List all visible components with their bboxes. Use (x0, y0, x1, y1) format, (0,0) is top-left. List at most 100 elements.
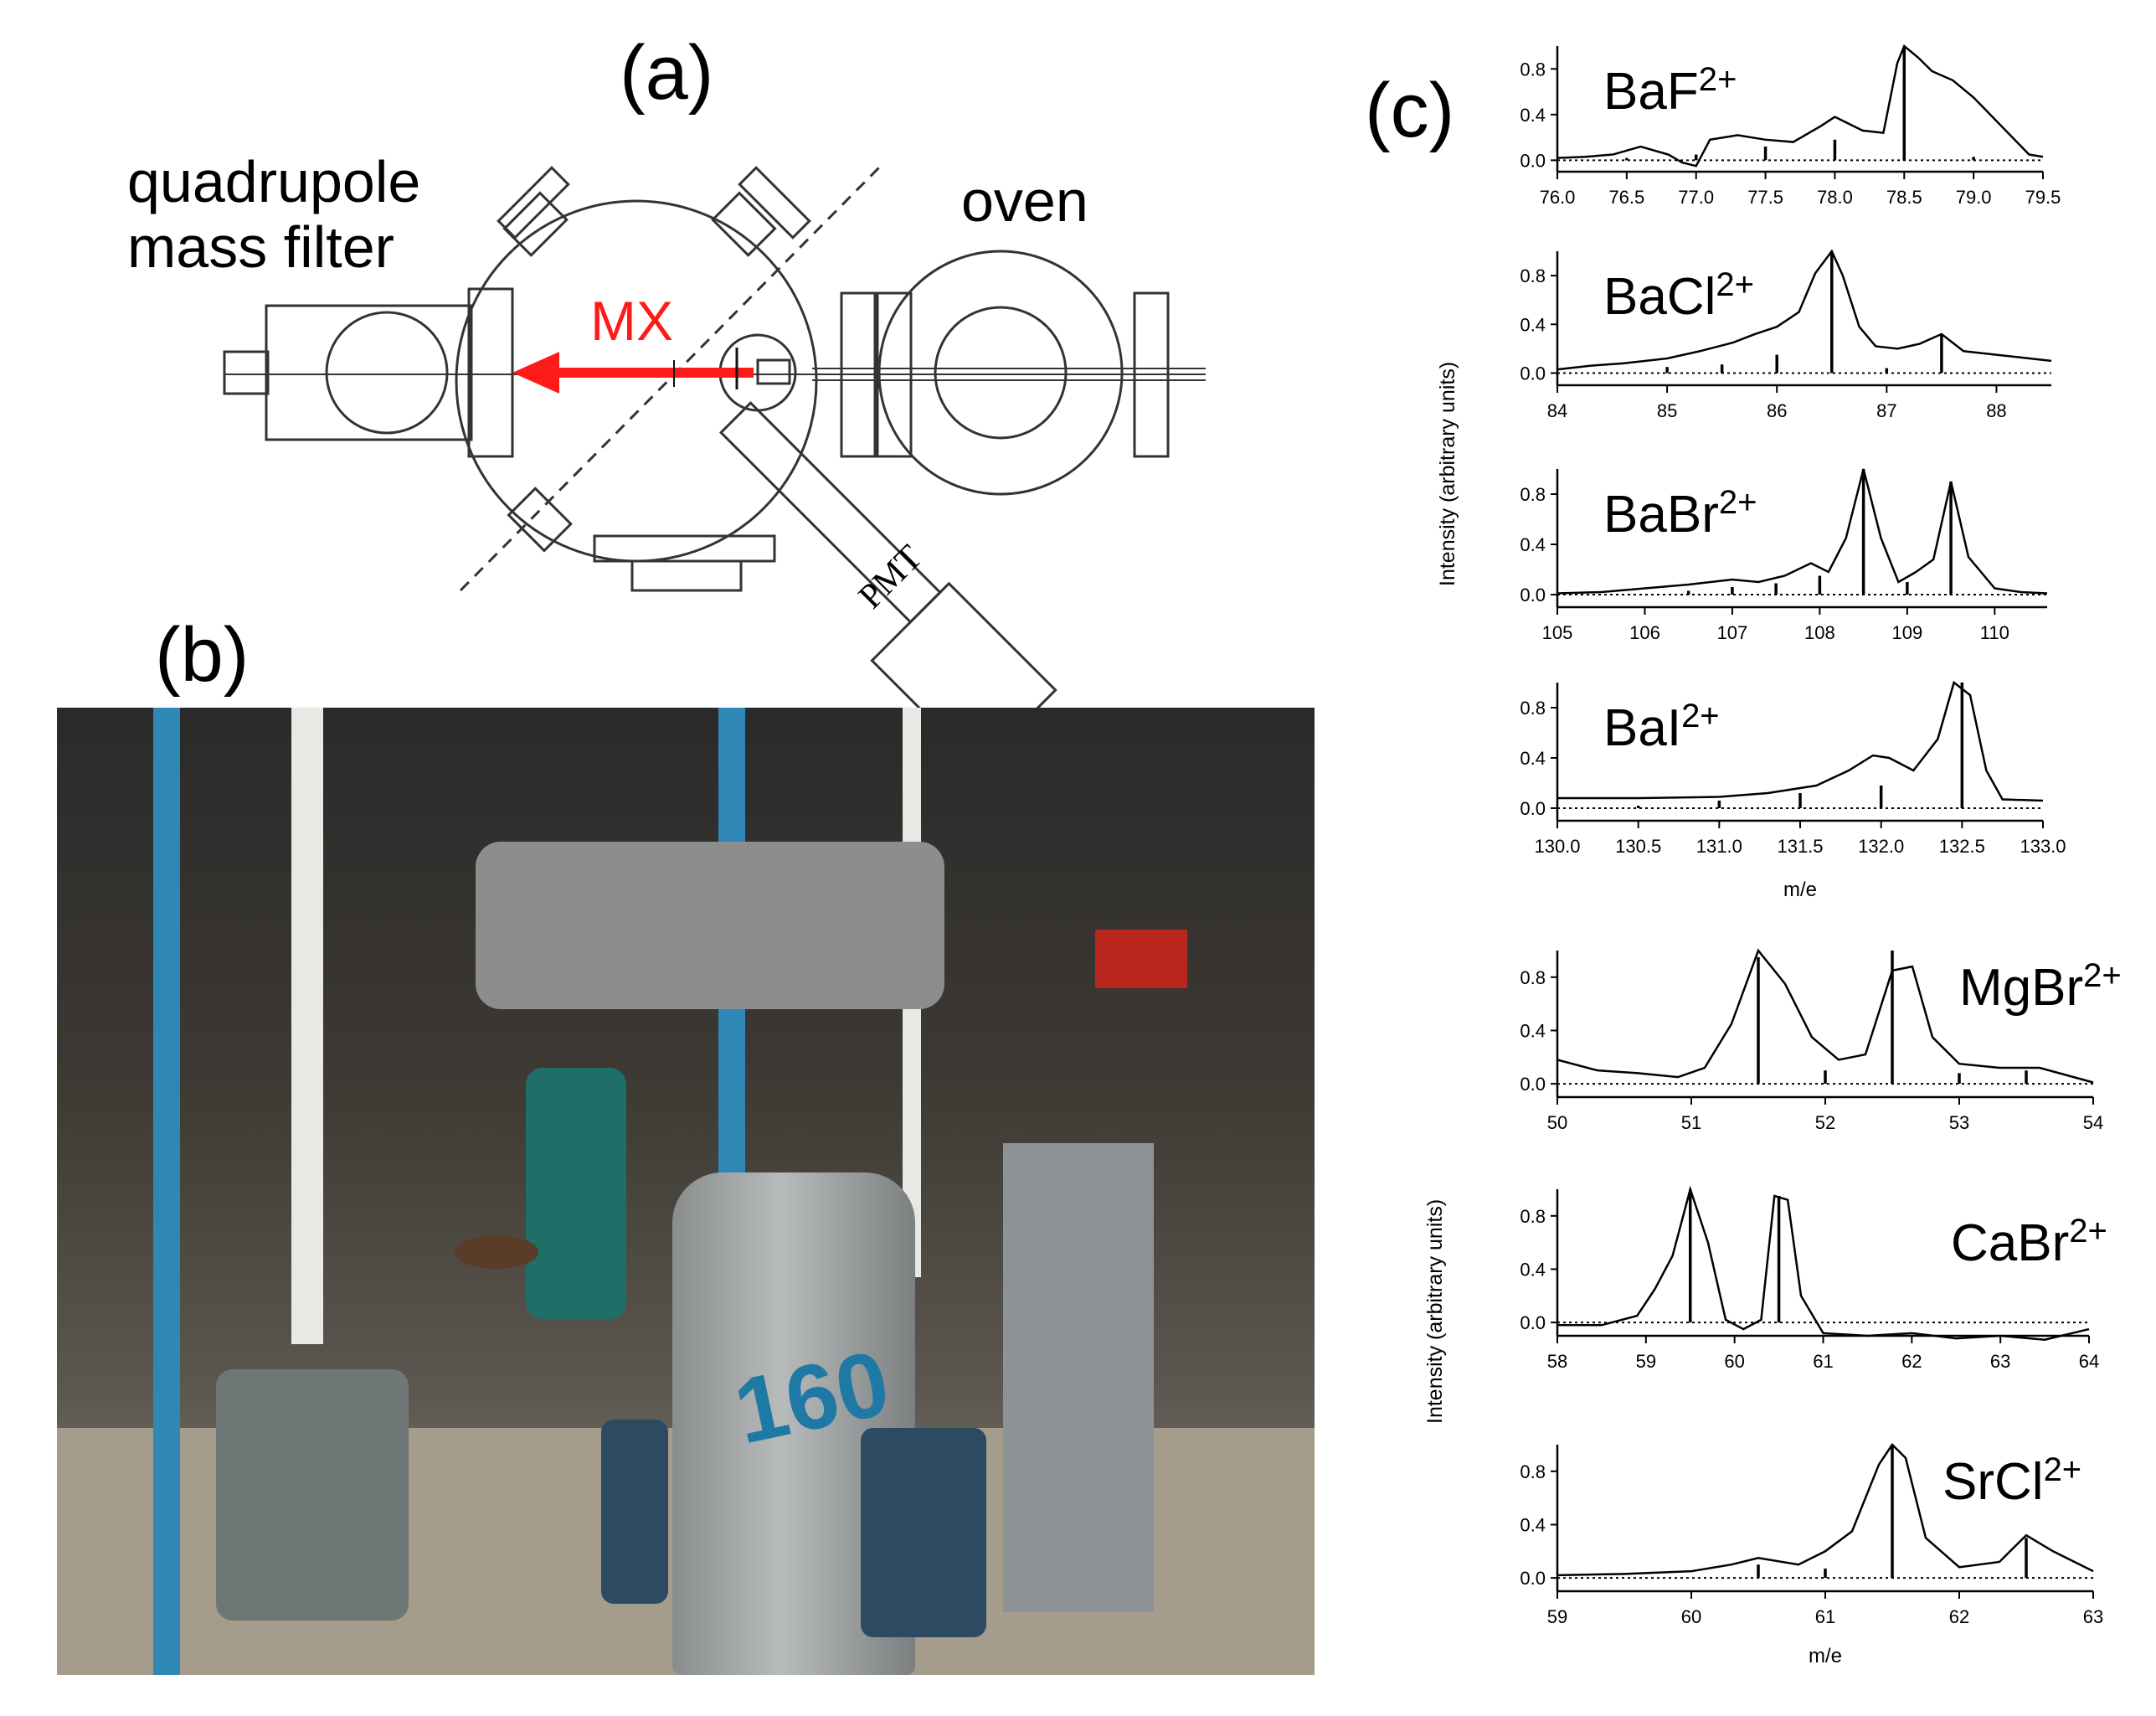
quadrupole-end (223, 350, 270, 395)
x-tick-label: 109 (1891, 622, 1922, 643)
x-tick-label: 130.5 (1615, 836, 1661, 857)
spectrum-title: BaI2+ (1603, 698, 1720, 757)
beam-label: MX (590, 290, 673, 352)
x-tick-label: 131.0 (1696, 836, 1742, 857)
x-tick-label: 50 (1547, 1112, 1567, 1133)
spectrum-baf: 0.0 0.4 0.8 76.0 76.5 77.0 77.5 78.0 78.5 79.0 79.… (1520, 44, 2061, 208)
x-tick-label: 106 (1629, 622, 1660, 643)
x-tick-label: 79.5 (2025, 187, 2061, 208)
y-tick-label: 0.0 (1520, 1312, 1546, 1333)
port-bottom-left (507, 487, 573, 553)
blue-pipe-left (153, 708, 180, 1675)
spectrum-line (1557, 948, 2094, 1084)
y-tick-label: 0.8 (1520, 484, 1546, 505)
x-tick-label: 54 (2083, 1112, 2103, 1133)
y-tick-label: 0.8 (1520, 59, 1546, 80)
bottom-port (630, 559, 743, 592)
x-tick-label: 60 (1681, 1606, 1701, 1627)
x-tick-label: 76.5 (1608, 187, 1644, 208)
x-tick-label: 110 (1980, 622, 2009, 643)
oven-inner (934, 306, 1068, 440)
spectrum-title: BaBr2+ (1603, 484, 1757, 544)
stool (455, 1235, 538, 1269)
y-tick-label: 0.4 (1520, 1514, 1546, 1535)
lab-photo: 160 (57, 708, 1315, 1675)
y-tick-label: 0.8 (1520, 967, 1546, 988)
x-tick-label: 62 (1949, 1606, 1969, 1627)
x-tick-label: 63 (2083, 1606, 2103, 1627)
x-tick-label: 64 (2079, 1351, 2099, 1372)
ylabel-lower: Intensity (arbitrary units) (1423, 1198, 1447, 1424)
x-tick-label: 131.5 (1777, 836, 1823, 857)
x-tick-label: 63 (1990, 1351, 2010, 1372)
spectrum-line (1557, 1443, 2094, 1577)
spectrum-title: BaF2+ (1603, 61, 1737, 121)
electronics-cabinet (1003, 1143, 1154, 1612)
y-tick-label: 0.0 (1520, 150, 1546, 171)
y-tick-label: 0.4 (1520, 748, 1546, 769)
x-tick-label: 79.0 (1956, 187, 1992, 208)
x-tick-label: 132.5 (1939, 836, 1985, 857)
rotary-pump-right (861, 1428, 986, 1637)
quadrupole-circle (325, 311, 449, 435)
y-tick-label: 0.0 (1520, 798, 1546, 819)
spectrum-title: SrCl2+ (1942, 1451, 2081, 1511)
y-tick-label: 0.8 (1520, 698, 1546, 719)
x-tick-label: 78.0 (1817, 187, 1853, 208)
x-tick-label: 58 (1547, 1351, 1567, 1372)
x-axis-label: m/e (1783, 879, 1817, 901)
x-tick-label: 61 (1815, 1606, 1835, 1627)
spectrum-srcl: 0.0 0.4 0.8 59 60 61 62 63 SrCl2+ m/e (1520, 1443, 2103, 1667)
y-tick-label: 0.8 (1520, 1206, 1546, 1227)
x-tick-label: 133.0 (2020, 836, 2066, 857)
quadrupole-label-line1: quadrupole (127, 149, 421, 214)
x-tick-label: 76.0 (1540, 187, 1576, 208)
port-top-left (497, 166, 570, 257)
x-tick-label: 53 (1949, 1112, 1969, 1133)
y-tick-label: 0.8 (1520, 265, 1546, 286)
spectrum-title: CaBr2+ (1951, 1213, 2107, 1272)
x-tick-label: 105 (1542, 622, 1573, 643)
spectrum-title: MgBr2+ (1959, 957, 2122, 1017)
y-tick-label: 0.8 (1520, 1461, 1546, 1482)
x-tick-label: 86 (1767, 400, 1787, 421)
x-tick-label: 52 (1815, 1112, 1835, 1133)
x-tick-label: 59 (1547, 1606, 1567, 1627)
x-tick-label: 59 (1636, 1351, 1656, 1372)
y-tick-label: 0.4 (1520, 105, 1546, 126)
beam-arrow-head (512, 352, 559, 394)
y-tick-label: 0.4 (1520, 1259, 1546, 1280)
x-tick-label: 77.5 (1747, 187, 1783, 208)
ylabel-upper: Intensity (arbitrary units) (1436, 361, 1459, 586)
panel-b-label: (b) (155, 612, 250, 698)
white-pipe-left (291, 708, 323, 1344)
quadrupole-label: quadrupole mass filter (127, 149, 420, 280)
y-tick-label: 0.4 (1520, 1020, 1546, 1041)
quadrupole-housing (265, 304, 473, 441)
red-instrument (1095, 930, 1187, 988)
rotary-pump-left (216, 1369, 409, 1621)
panel-a-label: (a) (620, 30, 714, 116)
x-tick-label: 78.5 (1886, 187, 1922, 208)
oven-label: oven (961, 168, 1088, 234)
x-tick-label: 85 (1657, 400, 1677, 421)
x-tick-label: 77.0 (1678, 187, 1714, 208)
y-tick-label: 0.0 (1520, 1568, 1546, 1589)
spectrum-title: BaCl2+ (1603, 266, 1754, 326)
port-top-right (711, 166, 811, 257)
spectrum-line (1557, 44, 2044, 167)
vacuum-chamber (476, 842, 944, 1009)
x-axis-label: m/e (1809, 1645, 1842, 1667)
quadrupole-label-line2: mass filter (127, 214, 394, 280)
spectrum-line (1557, 1185, 2090, 1342)
x-tick-label: 61 (1813, 1351, 1833, 1372)
panel-c-label: (c) (1365, 68, 1455, 153)
y-tick-label: 0.4 (1520, 314, 1546, 335)
y-tick-label: 0.0 (1520, 1074, 1546, 1095)
